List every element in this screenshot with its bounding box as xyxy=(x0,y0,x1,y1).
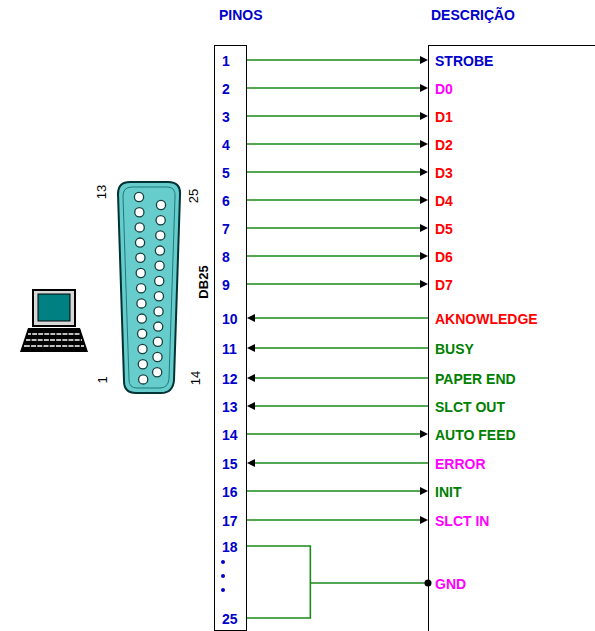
pin-number: 17 xyxy=(222,512,238,530)
signal-arrow xyxy=(247,459,428,467)
pin-number: 8 xyxy=(222,248,230,266)
signal-arrow xyxy=(247,374,428,382)
signal-name: AUTO FEED xyxy=(435,426,516,444)
pin-number: 4 xyxy=(222,136,230,154)
signal-name: GND xyxy=(435,575,466,593)
signal-arrow xyxy=(247,402,428,410)
signal-name: D3 xyxy=(435,164,453,182)
signal-name: BUSY xyxy=(435,340,474,358)
column-heading: DESCRIÇÃO xyxy=(431,6,515,24)
signal-name: ERROR xyxy=(435,455,486,473)
computer-icon xyxy=(20,290,88,352)
signal-name: STROBE xyxy=(435,52,493,70)
pin-callout: 1 xyxy=(95,376,110,383)
signal-arrow xyxy=(247,430,428,438)
pin-callout: 25 xyxy=(186,189,201,203)
pin-column: PINOS12345678910111213141516171825 xyxy=(214,45,247,631)
db25-connector xyxy=(118,182,180,393)
pin-number: 6 xyxy=(222,192,230,210)
ellipsis-dots xyxy=(221,560,225,592)
pin-number: 9 xyxy=(222,276,230,294)
signal-arrow xyxy=(247,140,428,148)
signal-name: D5 xyxy=(435,220,453,238)
signal-name: D1 xyxy=(435,108,453,126)
signal-name: PAPER END xyxy=(435,370,516,388)
signal-name: SLCT OUT xyxy=(435,398,505,416)
pin-number: 14 xyxy=(222,426,238,444)
pin-number: 16 xyxy=(222,483,238,501)
signal-arrow xyxy=(247,112,428,120)
signal-arrow xyxy=(247,56,428,64)
pin-number: 12 xyxy=(222,370,238,388)
signal-name: INIT xyxy=(435,483,461,501)
pin-number: 18 xyxy=(222,538,238,556)
pin-callout: 14 xyxy=(188,371,203,385)
pin-callout: 13 xyxy=(94,185,109,199)
signal-arrow xyxy=(247,84,428,92)
signal-name: D2 xyxy=(435,136,453,154)
pin-number: 13 xyxy=(222,398,238,416)
signal-name: D4 xyxy=(435,192,453,210)
signal-arrow xyxy=(247,487,428,495)
pin-number: 7 xyxy=(222,220,230,238)
signal-arrow xyxy=(247,516,428,524)
signal-arrow xyxy=(247,252,428,260)
signal-arrow xyxy=(247,168,428,176)
ground-bracket xyxy=(247,546,432,618)
signal-name: D6 xyxy=(435,248,453,266)
description-panel: DESCRIÇÃOSTROBED0D1D2D3D4D5D6D7AKNOWLEDG… xyxy=(428,45,595,631)
pin-number: 2 xyxy=(222,80,230,98)
connector-name: DB25 xyxy=(196,265,211,298)
pin-number: 5 xyxy=(222,164,230,182)
signal-name: AKNOWLEDGE xyxy=(435,310,538,328)
signal-name: D0 xyxy=(435,80,453,98)
pin-number: 15 xyxy=(222,455,238,473)
signal-arrow xyxy=(247,314,428,322)
signal-name: SLCT IN xyxy=(435,512,489,530)
pin-number: 25 xyxy=(222,610,238,628)
pin-number: 1 xyxy=(222,52,230,70)
pin-number: 10 xyxy=(222,310,238,328)
column-heading: PINOS xyxy=(219,6,263,24)
pin-number: 11 xyxy=(222,340,237,358)
signal-name: D7 xyxy=(435,276,453,294)
signal-arrow xyxy=(247,344,428,352)
signal-arrow xyxy=(247,224,428,232)
signal-arrow xyxy=(247,280,428,288)
signal-arrow xyxy=(247,196,428,204)
pin-number: 3 xyxy=(222,108,230,126)
